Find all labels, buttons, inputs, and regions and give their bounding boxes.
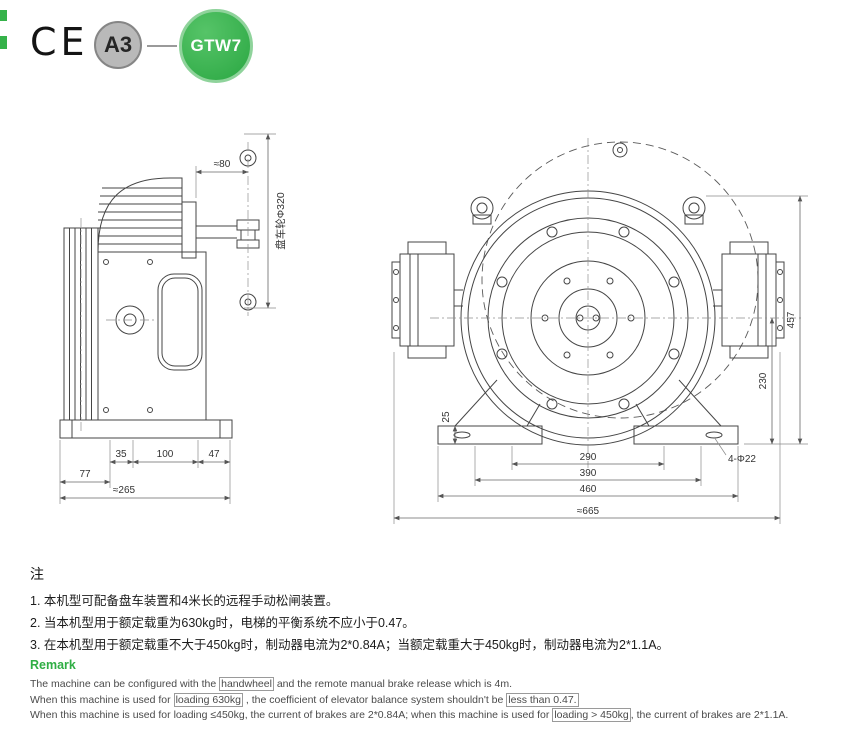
remark-line: The machine can be configured with the h…: [30, 677, 788, 693]
note-item: 1. 本机型可配备盘车装置和4米长的远程手动松闸装置。: [30, 594, 339, 608]
remark-section: Remark The machine can be configured wit…: [30, 658, 788, 724]
model-badge: GTW7: [179, 9, 253, 83]
side-view-dimensions: ≈80 盘车轮Φ320 35 100 47 77 ≈265: [59, 133, 287, 504]
remark-line: When this machine is used for loading 63…: [30, 692, 788, 709]
edge-accent-mark: [0, 10, 7, 21]
remark-text: and the remote manual brake release whic…: [273, 678, 513, 690]
front-view-centerlines: [430, 138, 802, 468]
remark-heading: Remark: [30, 658, 76, 672]
a3-certification-badge: A3: [94, 21, 142, 69]
edge-accent-mark: [0, 36, 7, 49]
remark-text: When this machine is used for: [30, 693, 174, 706]
dim-label-35: 35: [115, 449, 127, 460]
handwheel-diameter-label: 盘车轮Φ320: [274, 192, 287, 250]
dim-label-457: 457: [786, 311, 797, 328]
dim-label-390: 390: [580, 468, 597, 479]
side-view-centerlines: [80, 142, 249, 432]
remark-line: When this machine is used for loading ≤4…: [30, 708, 788, 724]
note-item: 3. 在本机型用于额定载重不大于450kg时，制动器电流为2*0.84A；当额定…: [30, 638, 670, 652]
remark-boxed-text: loading 630kg: [173, 692, 243, 707]
note-item: 2. 当本机型用于额定载重为630kg时，电梯的平衡系统不应小于0.47。: [30, 616, 415, 630]
remark-text: The machine can be configured with the: [30, 678, 220, 690]
remark-boxed-text: loading > 450kg: [552, 708, 631, 722]
remark-boxed-text: handwheel: [219, 677, 274, 691]
dim-label-25: 25: [441, 411, 452, 423]
dim-label-80: ≈80: [214, 159, 231, 170]
notes-section: 注 1. 本机型可配备盘车装置和4米长的远程手动松闸装置。 2. 当本机型用于额…: [30, 564, 669, 656]
dim-label-290: 290: [580, 452, 597, 463]
badge-connector-line: [147, 45, 177, 47]
dim-label-460: 460: [580, 484, 597, 495]
dim-label-77: 77: [79, 469, 91, 480]
dim-label-265: ≈265: [113, 485, 136, 496]
ce-mark: CE: [30, 20, 89, 64]
dim-label-47: 47: [208, 449, 220, 460]
dim-label-665: ≈665: [577, 506, 600, 517]
remark-text: , the current of brakes are 2*1.1A.: [630, 709, 789, 721]
remark-text: When this machine is used for loading ≤4…: [30, 709, 553, 721]
foot-holes-label: 4-Φ22: [728, 454, 756, 465]
dim-label-100: 100: [157, 449, 174, 460]
front-view-dimensions: 457 230 25 290 390 460 ≈665 4-Φ22: [393, 195, 808, 524]
handwheel-phantom-circle: [481, 141, 759, 419]
remark-text: , the coefficient of elevator balance sy…: [242, 693, 507, 706]
notes-heading: 注: [30, 566, 44, 582]
dim-label-230: 230: [758, 372, 769, 389]
side-view-linework: [59, 149, 260, 439]
remark-boxed-text: less than 0.47.: [506, 692, 579, 707]
